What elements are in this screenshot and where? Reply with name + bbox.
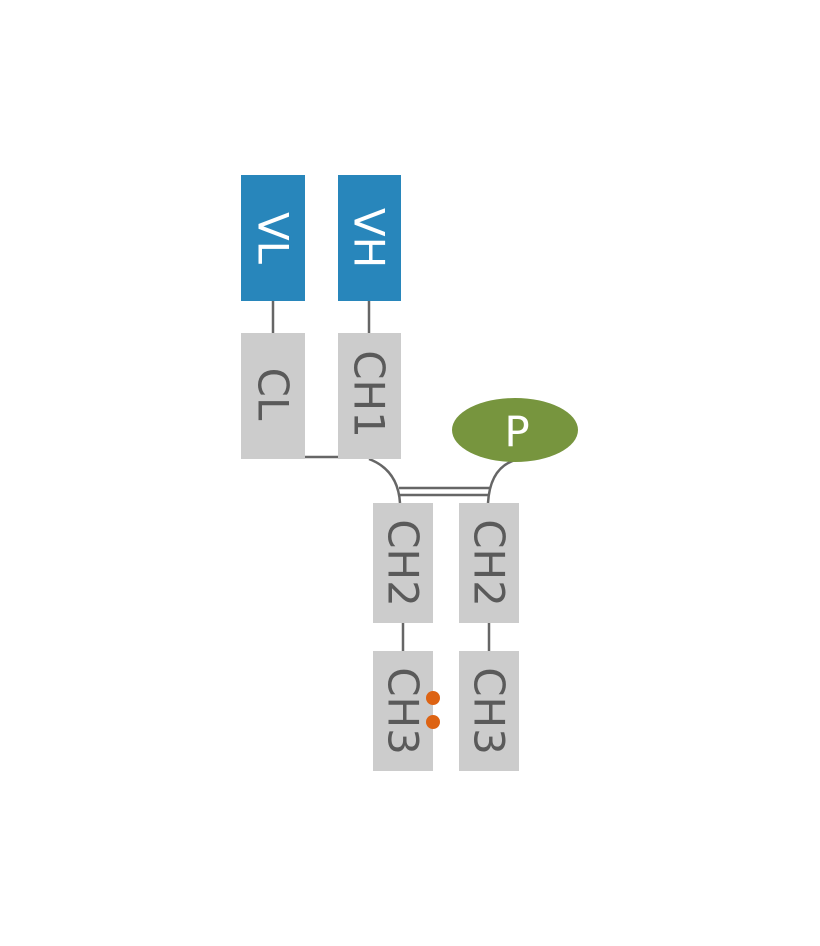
ch3-left-label: CH3 <box>379 667 428 755</box>
ch2-right-domain <box>459 503 519 623</box>
peptide-label: P <box>504 408 529 457</box>
ch1-label: CH1 <box>345 350 394 438</box>
ch3-right-domain <box>459 651 519 771</box>
site-marker <box>426 715 440 729</box>
vh-domain <box>338 175 401 301</box>
peptide-ch2-hinge <box>486 458 516 504</box>
cl-label: CL <box>249 368 298 421</box>
vh-label: VH <box>345 208 394 268</box>
peptide-ellipse <box>452 398 578 462</box>
ch2-right-label: CH2 <box>465 519 514 607</box>
ch3-left-domain <box>373 651 433 771</box>
vl-domain <box>241 175 305 301</box>
cl-domain <box>241 333 305 459</box>
ch2-left-domain <box>373 503 433 623</box>
ch1-ch2-hinge <box>368 457 402 504</box>
ch3-right-label: CH3 <box>465 667 514 755</box>
ch2-left-label: CH2 <box>379 519 428 607</box>
ch1-domain <box>338 333 401 459</box>
vl-label: VL <box>249 212 298 265</box>
site-marker <box>426 691 440 705</box>
